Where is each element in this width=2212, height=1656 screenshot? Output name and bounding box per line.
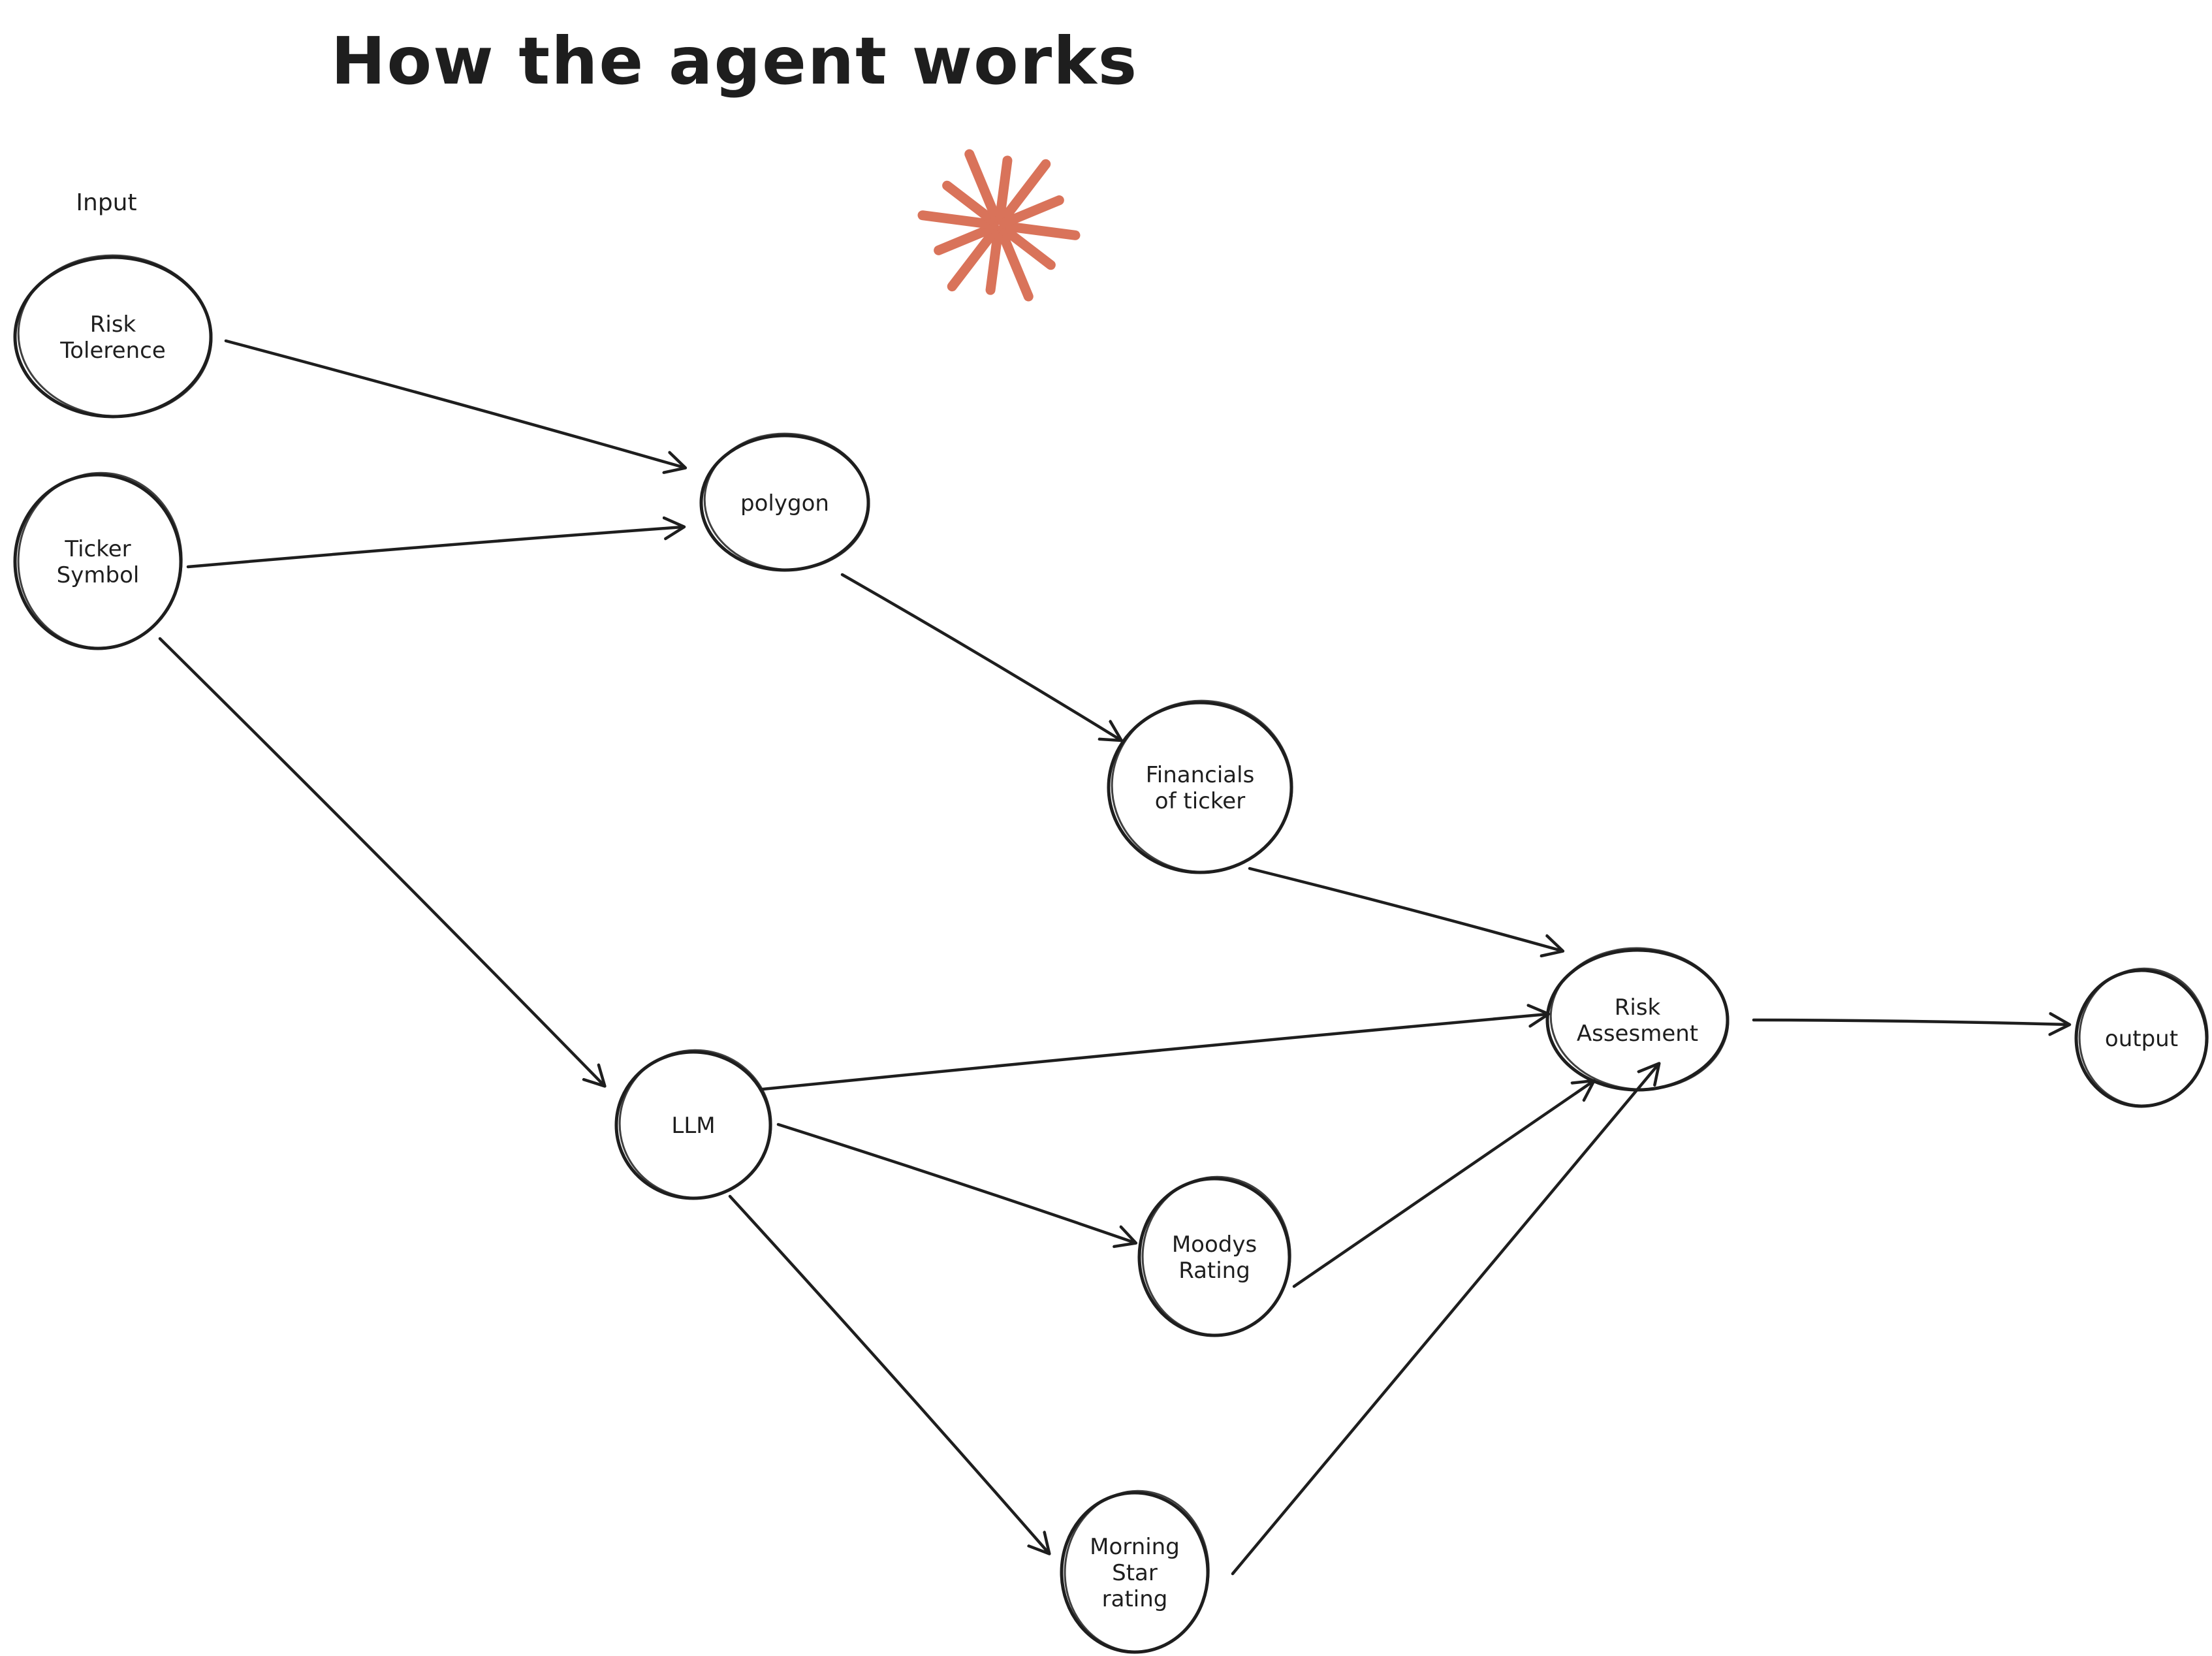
edge-polygon-to-financials-of-ticker: [840, 573, 1120, 740]
burst-spoke: [942, 180, 1000, 227]
burst-spoke: [998, 223, 1056, 270]
burst-spoke: [947, 224, 1001, 292]
edge-risk-tolerence-to-polygon: [224, 339, 684, 468]
asterisk-burst-icon: [917, 149, 1081, 302]
node-circle-sketch: [2078, 967, 2209, 1107]
edges-layer: [158, 339, 2068, 1576]
node-label: output: [2105, 1026, 2178, 1052]
nodes-layer: RiskTolerenceTickerSymbolpolygonFinancia…: [12, 249, 2212, 1656]
node-label: Rating: [1178, 1258, 1250, 1284]
node-llm[interactable]: LLM: [614, 1045, 776, 1203]
node-circle-sketch: [1141, 1175, 1291, 1336]
node-label: Star: [1112, 1560, 1158, 1586]
page-title: How the agent works: [331, 23, 1138, 99]
node-circle-sketch: [1549, 947, 1730, 1091]
edge-llm-to-morning-star-rating: [728, 1194, 1049, 1553]
node-output[interactable]: output: [2074, 964, 2212, 1110]
burst-spoke: [934, 222, 1000, 255]
node-label: polygon: [740, 490, 829, 517]
burst-spoke: [999, 221, 1081, 240]
burst-spoke: [917, 210, 999, 230]
node-circle-sketch: [1064, 1489, 1210, 1653]
edge-ticker-symbol-to-polygon: [186, 527, 683, 569]
edge-llm-to-moodys-rating: [776, 1123, 1135, 1243]
node-label: Ticker: [64, 536, 131, 562]
node-polygon[interactable]: polygon: [699, 428, 874, 575]
node-label: Financials: [1146, 762, 1255, 788]
node-circle-sketch: [618, 1049, 772, 1199]
node-label: Risk: [90, 311, 136, 338]
node-circle-sketch: [1111, 699, 1293, 873]
edge-risk-assesment-to-output: [1752, 1020, 2068, 1025]
input-label: Input: [76, 189, 136, 216]
node-label: Morning: [1090, 1534, 1180, 1560]
burst-spoke: [997, 159, 1051, 227]
node-label: Symbol: [57, 562, 140, 588]
edge-financials-of-ticker-to-risk-assesment: [1248, 867, 1562, 951]
node-label: rating: [1102, 1586, 1168, 1612]
burst-spoke: [996, 225, 1034, 302]
burst-spoke: [964, 149, 1002, 226]
node-circle-sketch: [703, 432, 870, 571]
node-label: Moodys: [1172, 1232, 1257, 1258]
edge-llm-to-risk-assesment: [761, 1014, 1547, 1091]
node-circle-sketch: [17, 471, 183, 649]
edge-moodys-rating-to-risk-assesment: [1292, 1081, 1593, 1288]
burst-spoke: [998, 195, 1064, 229]
burst-spoke: [994, 155, 1013, 225]
node-label: LLM: [671, 1113, 715, 1139]
node-label: Tolerence: [59, 338, 165, 364]
burst-spoke: [985, 225, 1003, 295]
edge-morning-star-rating-to-risk-assesment: [1231, 1064, 1658, 1576]
edge-ticker-symbol-to-llm: [158, 637, 604, 1085]
node-circle-sketch: [17, 254, 213, 417]
node-label: Assesment: [1577, 1021, 1698, 1047]
node-label: of ticker: [1155, 788, 1245, 814]
node-label: Risk: [1615, 995, 1661, 1021]
